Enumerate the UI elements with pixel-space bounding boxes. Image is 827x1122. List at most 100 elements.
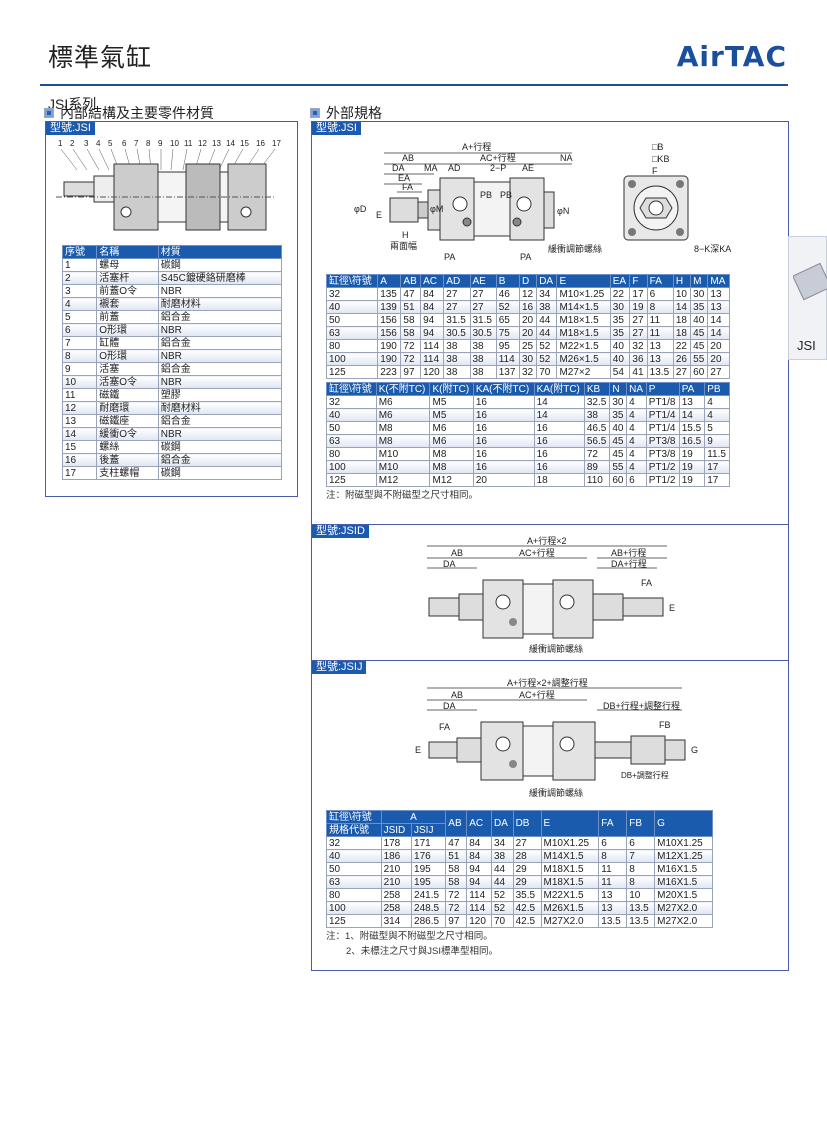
table-cell: 44 [536, 313, 558, 327]
table-cell: NBR [157, 427, 283, 441]
table-cell: 11 [598, 875, 628, 889]
table-cell: 耐磨材料 [157, 297, 283, 311]
table-cell: 258 [380, 888, 413, 902]
table-cell: M10X1.25 [540, 836, 600, 850]
table-cell: 56.5 [583, 434, 611, 448]
dim-pb: PB [500, 190, 512, 200]
column-header: 材質 [157, 245, 283, 259]
dim-da: DA [443, 559, 456, 569]
table-cell: 45 [690, 339, 709, 353]
side-tab[interactable]: JSI [788, 236, 827, 360]
table-cell: 16 [533, 447, 585, 461]
table-cell: 前蓋O令 [96, 284, 159, 298]
dim-ma: MA [424, 163, 438, 173]
table-cell: 3 [61, 284, 98, 298]
part-callout: 3 [84, 139, 89, 148]
dim-a: A+行程 [462, 141, 491, 152]
table-cell: PT1/2 [645, 460, 680, 474]
table-cell: NBR [157, 284, 283, 298]
right-heading-text: 外部規格 [326, 105, 382, 121]
table-cell: 8 [61, 349, 98, 363]
table-cell: 139 [377, 300, 402, 314]
table-cell: 16 [533, 460, 585, 474]
table-cell: 16 [472, 421, 535, 435]
table-cell: M12 [375, 473, 431, 487]
table-cell: 135 [377, 287, 402, 301]
part-callout: 12 [198, 139, 207, 148]
table-header-row: 序號名稱材質 [61, 245, 283, 259]
table-cell: 14 [707, 313, 730, 327]
column-header: 缸徑\符號 [325, 274, 379, 288]
dim-hw: 兩面幅 [390, 240, 417, 251]
table-cell: 30.5 [469, 326, 497, 340]
jsid-dimension-drawing: A+行程×2 AB AC+行程 AB+行程 DA DA+行程 FA E 緩衝調節… [427, 536, 675, 654]
leader-line [86, 148, 100, 171]
table-cell: 120 [466, 914, 492, 928]
table-cell: 鋁合金 [157, 336, 283, 350]
table-cell: 13.5 [626, 901, 656, 915]
table-cell: 16 [472, 395, 535, 409]
dim-da: DA [392, 163, 405, 173]
table-cell: 72 [400, 339, 422, 353]
cushion-screw-label: 緩衝調節螺絲 [548, 243, 602, 254]
table-cell: 137 [495, 365, 520, 379]
page-title: 標準氣缸 [48, 44, 153, 72]
table-cell: 20 [707, 352, 730, 366]
table-cell: 45 [609, 447, 628, 461]
table-cell: PT1/4 [645, 421, 680, 435]
table-cell: 38 [469, 339, 497, 353]
table-cell: 46 [495, 287, 520, 301]
table-cell: 31.5 [443, 313, 471, 327]
dim-ab-stroke: AB+行程 [611, 547, 646, 558]
table-cell: 70 [536, 365, 558, 379]
table-cell: 30 [690, 287, 709, 301]
table-cell: 60 [690, 365, 709, 379]
part-callout: 6 [122, 139, 127, 148]
column-header: FB [626, 810, 656, 837]
table-cell: 磁鐵座 [96, 414, 159, 428]
table-cell: M6 [375, 395, 431, 409]
table-cell: 14 [678, 408, 706, 422]
leader-line [218, 148, 230, 171]
table-cell: 4 [704, 395, 730, 409]
part-callout: 7 [134, 139, 139, 148]
table-cell: 10 [61, 375, 98, 389]
table-cell: PT3/8 [645, 447, 680, 461]
jsi-note: 注：附磁型與不附磁型之尺寸相同。 [326, 490, 479, 501]
table-cell: 94 [466, 862, 492, 876]
table-cell: 314 [380, 914, 413, 928]
table-cell: 110 [583, 473, 611, 487]
table-cell: M12 [429, 473, 474, 487]
table-cell: 8 [626, 862, 656, 876]
table-cell: 286.5 [411, 914, 447, 928]
table-cell: 10 [672, 287, 692, 301]
table-cell: 52 [491, 901, 514, 915]
table-cell: 前蓋 [96, 310, 159, 324]
table-cell: 210 [380, 875, 413, 889]
part-callout: 5 [108, 139, 113, 148]
cushion-screw-label: 緩衝調節螺絲 [529, 787, 583, 798]
table-cell: 58 [400, 326, 422, 340]
table-cell: 42.5 [512, 901, 542, 915]
table-cell: PT1/2 [645, 473, 680, 487]
table-cell: 4 [626, 434, 647, 448]
table-cell: 35 [609, 326, 631, 340]
table-cell: 12 [518, 287, 538, 301]
table-cell: 47 [445, 836, 468, 850]
part-callout: 17 [272, 139, 281, 148]
table-cell: 40 [326, 849, 382, 863]
table-cell: 16 [533, 434, 585, 448]
table-cell: M8 [429, 447, 474, 461]
table-cell: 55 [690, 352, 709, 366]
